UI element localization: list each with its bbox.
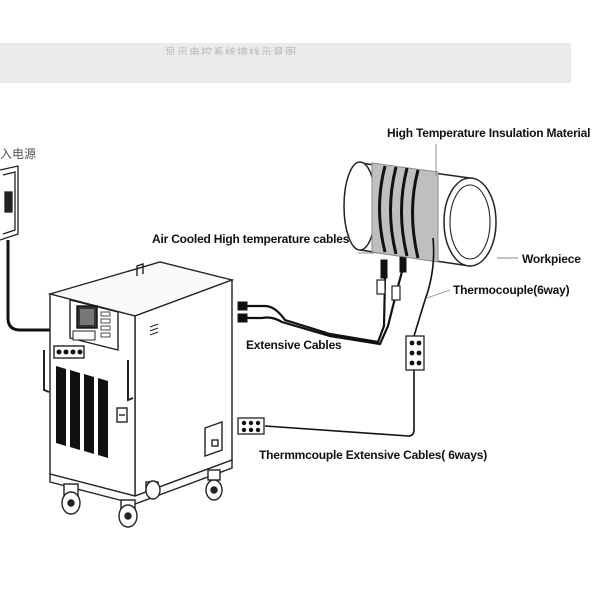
machine-wheels	[61, 469, 223, 528]
cable-plugs	[237, 255, 407, 323]
thermocouple-ext-label: Thermmcouple Extensive Cables( 6ways)	[259, 448, 488, 462]
heating-machine	[43, 261, 235, 505]
leader-lines	[358, 144, 518, 299]
insulation-band	[371, 162, 439, 263]
power-distribution-box	[0, 165, 19, 241]
thermocouple-junction-box	[405, 335, 425, 371]
air-cooled-cables	[247, 267, 405, 346]
thermocouple-socket	[237, 417, 265, 435]
workpiece-label: Workpiece	[522, 252, 581, 266]
banner-text: 显示电控系统接线示意图	[165, 46, 297, 55]
power-source-label: 入电源	[0, 147, 37, 161]
thermocouple-connectors	[376, 279, 401, 301]
extensive-cables-label: Extensive Cables	[246, 338, 342, 352]
thermocouple-label: Thermocouple(6way)	[453, 283, 570, 297]
insulation-label: High Temperature Insulation Material	[387, 126, 591, 140]
thermocouple-cable	[264, 237, 435, 437]
header-banner	[0, 43, 571, 83]
air-cables-label: Air Cooled High temperature cables	[152, 232, 350, 246]
power-cable	[6, 240, 55, 332]
